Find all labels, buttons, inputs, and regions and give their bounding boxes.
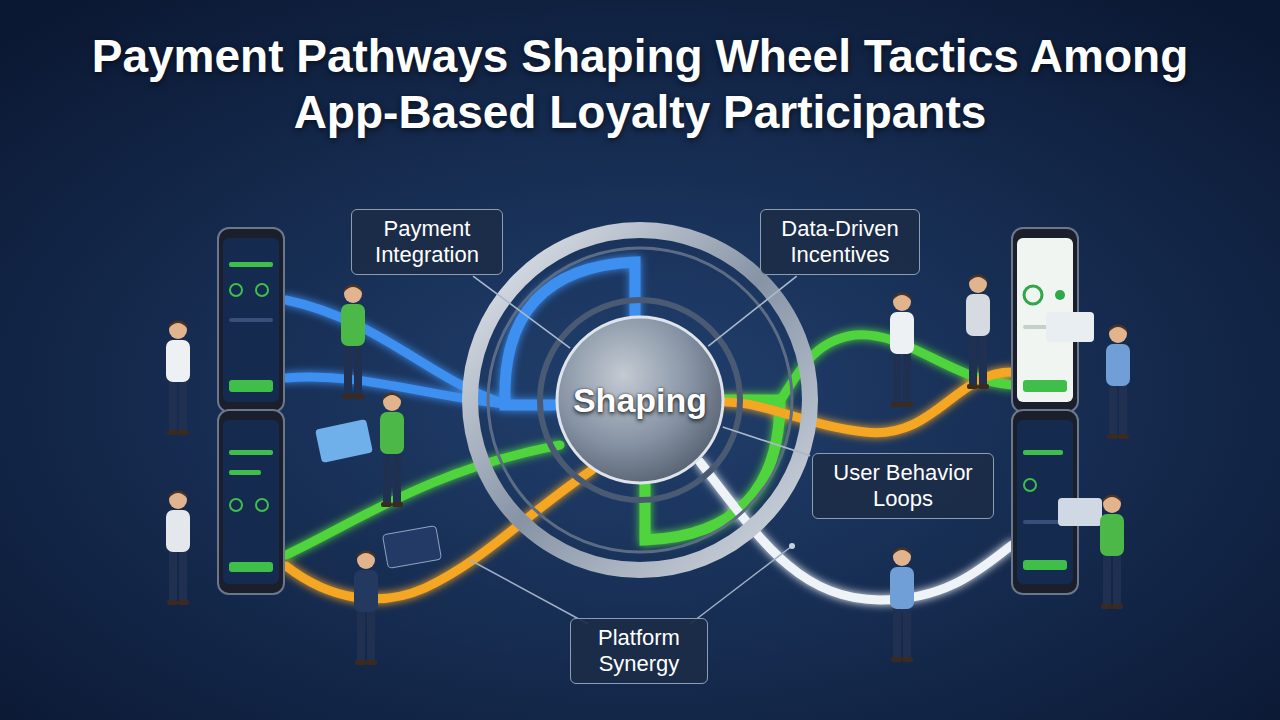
node-label: Data-Driven Incentives [771,216,909,268]
title-area: Payment Pathways Shaping Wheel Tactics A… [90,28,1190,140]
screen-bar [229,470,261,475]
payment-card [1058,498,1102,526]
person [1100,495,1124,610]
screen-icon [1024,286,1042,304]
person [341,285,365,400]
leader-dot [789,543,795,549]
callout-box: Data-Driven Incentives [760,209,920,275]
payment-card [1046,312,1094,342]
person [890,293,914,408]
screen-icon [1024,479,1036,491]
person [354,551,378,666]
payment-card [382,526,441,569]
node-label: Platform Synergy [581,625,697,677]
callout-box: User Behavior Loops [812,453,994,519]
leader-line [690,546,792,624]
screen-bar [229,318,273,322]
screen-icon [230,284,242,296]
phone [218,228,284,412]
screen-button [229,562,273,572]
phone-screen [223,420,279,584]
leader-line [708,276,796,346]
screen-button [1023,380,1067,392]
person [166,491,190,606]
hub-shadow [540,300,740,500]
screen-icon [256,284,268,296]
node-label: Payment Integration [362,216,492,268]
node-label: Shaping [573,381,707,420]
person [890,548,914,663]
callout-box: Payment Integration [351,209,503,275]
phone-body [218,228,284,412]
screen-icon [230,499,242,511]
payment-card [315,419,373,463]
screen-bar [229,450,273,455]
phone-screen [223,238,279,402]
leader-line [723,427,810,456]
leader-line [473,276,570,348]
leader-line [470,560,588,624]
screen-icon [256,499,268,511]
callout-box: Platform Synergy [570,618,708,684]
person [1106,325,1130,440]
screen-icon [1055,290,1065,300]
screen-button [229,380,273,392]
phone [218,410,284,594]
person [380,393,404,508]
screen-button [1023,560,1067,570]
phone-body [218,410,284,594]
diagram-title: Payment Pathways Shaping Wheel Tactics A… [90,28,1190,140]
screen-bar [229,262,273,267]
person [966,275,990,390]
wheel-inner-ring [488,248,792,552]
hub-disc [557,317,723,483]
hub-circle: Shaping [555,315,725,485]
person [166,321,190,436]
wheel-ring [470,230,810,570]
node-label: User Behavior Loops [823,460,983,512]
screen-bar [1023,450,1063,455]
